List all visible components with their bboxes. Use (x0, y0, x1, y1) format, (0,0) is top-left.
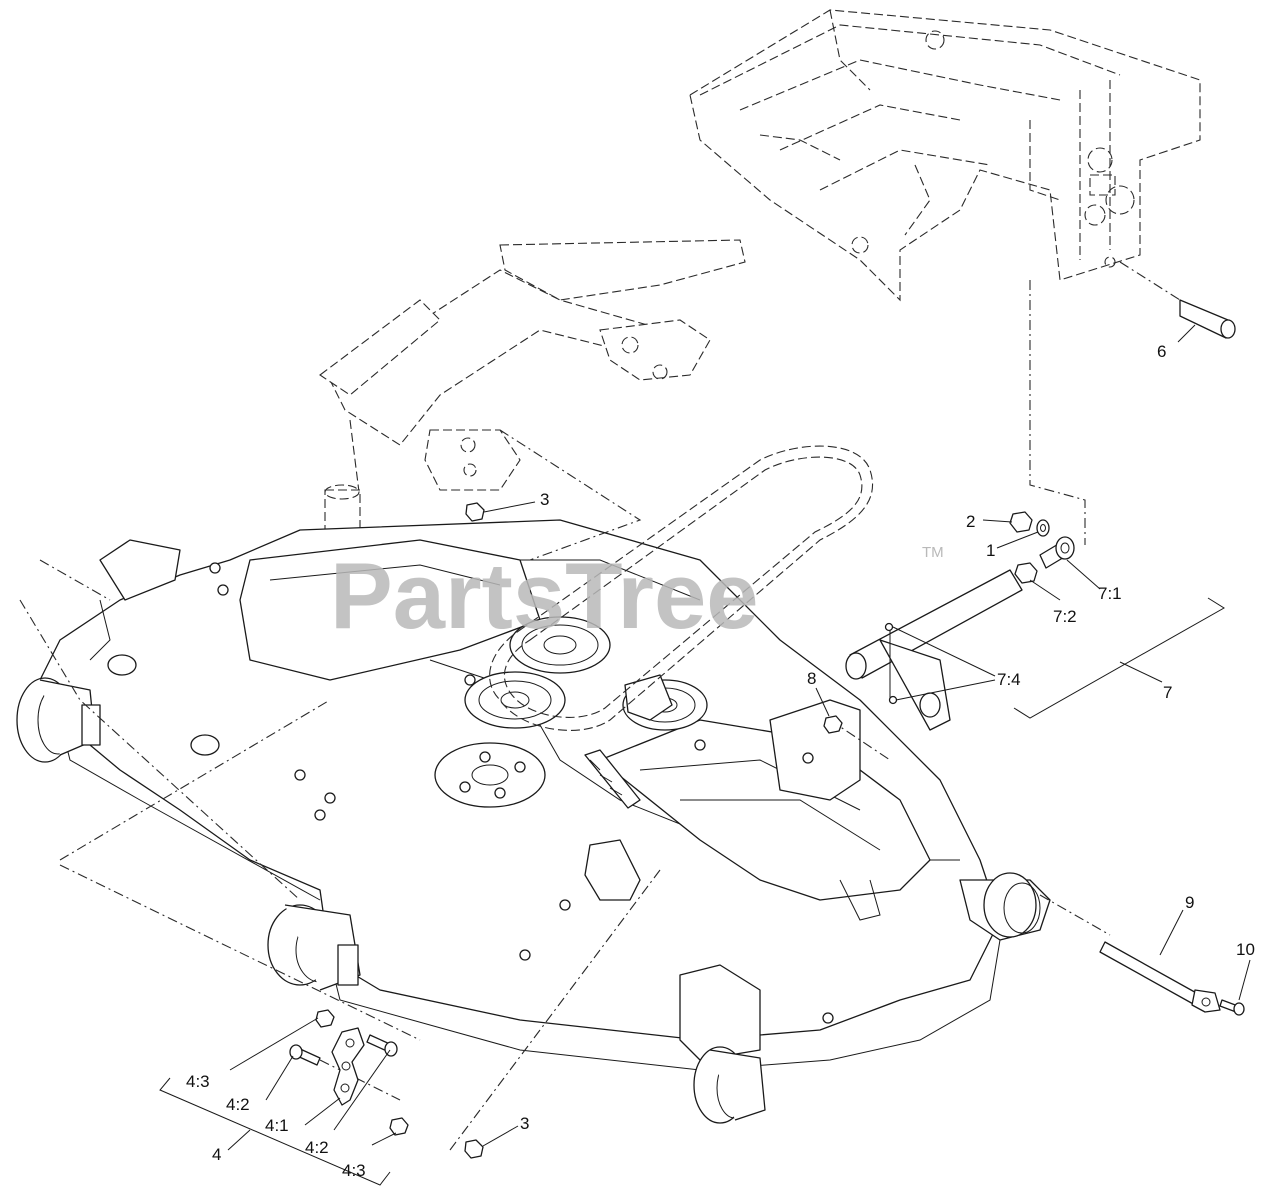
caster-wheels (16, 539, 1041, 1124)
callout-7-2: 7:2 (1053, 607, 1077, 626)
watermark-brand: PartsTree (330, 543, 759, 648)
traction-unit-frame (689, 9, 1201, 302)
callout-8: 8 (807, 669, 816, 688)
assembly-lines (19, 261, 1181, 1151)
deck-belt (489, 445, 874, 731)
callout-10: 10 (1236, 940, 1255, 959)
callout-4-3-bottom: 4:3 (342, 1161, 366, 1180)
callout-7: 7 (1163, 683, 1172, 702)
callout-4-2-top: 4:2 (226, 1095, 250, 1114)
watermark-trademark: TM (922, 544, 944, 561)
deck-lift-frame (319, 239, 746, 556)
partstree-watermark: PartsTree TM (330, 543, 944, 648)
callout-4-3-top: 4:3 (186, 1072, 210, 1091)
callout-4-2-bottom: 4:2 (305, 1138, 329, 1157)
callout-4-1: 4:1 (265, 1116, 289, 1135)
callout-2: 2 (966, 512, 975, 531)
callout-3-bottom: 3 (520, 1114, 529, 1133)
callout-7-4: 7:4 (997, 670, 1021, 689)
callout-3-top: 3 (540, 490, 549, 509)
callout-7-1: 7:1 (1098, 584, 1122, 603)
callout-labels: 6 3 2 1 7:1 7:2 7:4 7 8 9 10 4:3 4:2 4:1… (186, 342, 1255, 1180)
detached-parts (289, 299, 1245, 1159)
callout-6: 6 (1157, 342, 1166, 361)
spindle-pulleys (434, 616, 708, 809)
callout-4: 4 (212, 1145, 221, 1164)
callout-1: 1 (986, 541, 995, 560)
leader-lines (159, 324, 1251, 1186)
callout-9: 9 (1185, 893, 1194, 912)
